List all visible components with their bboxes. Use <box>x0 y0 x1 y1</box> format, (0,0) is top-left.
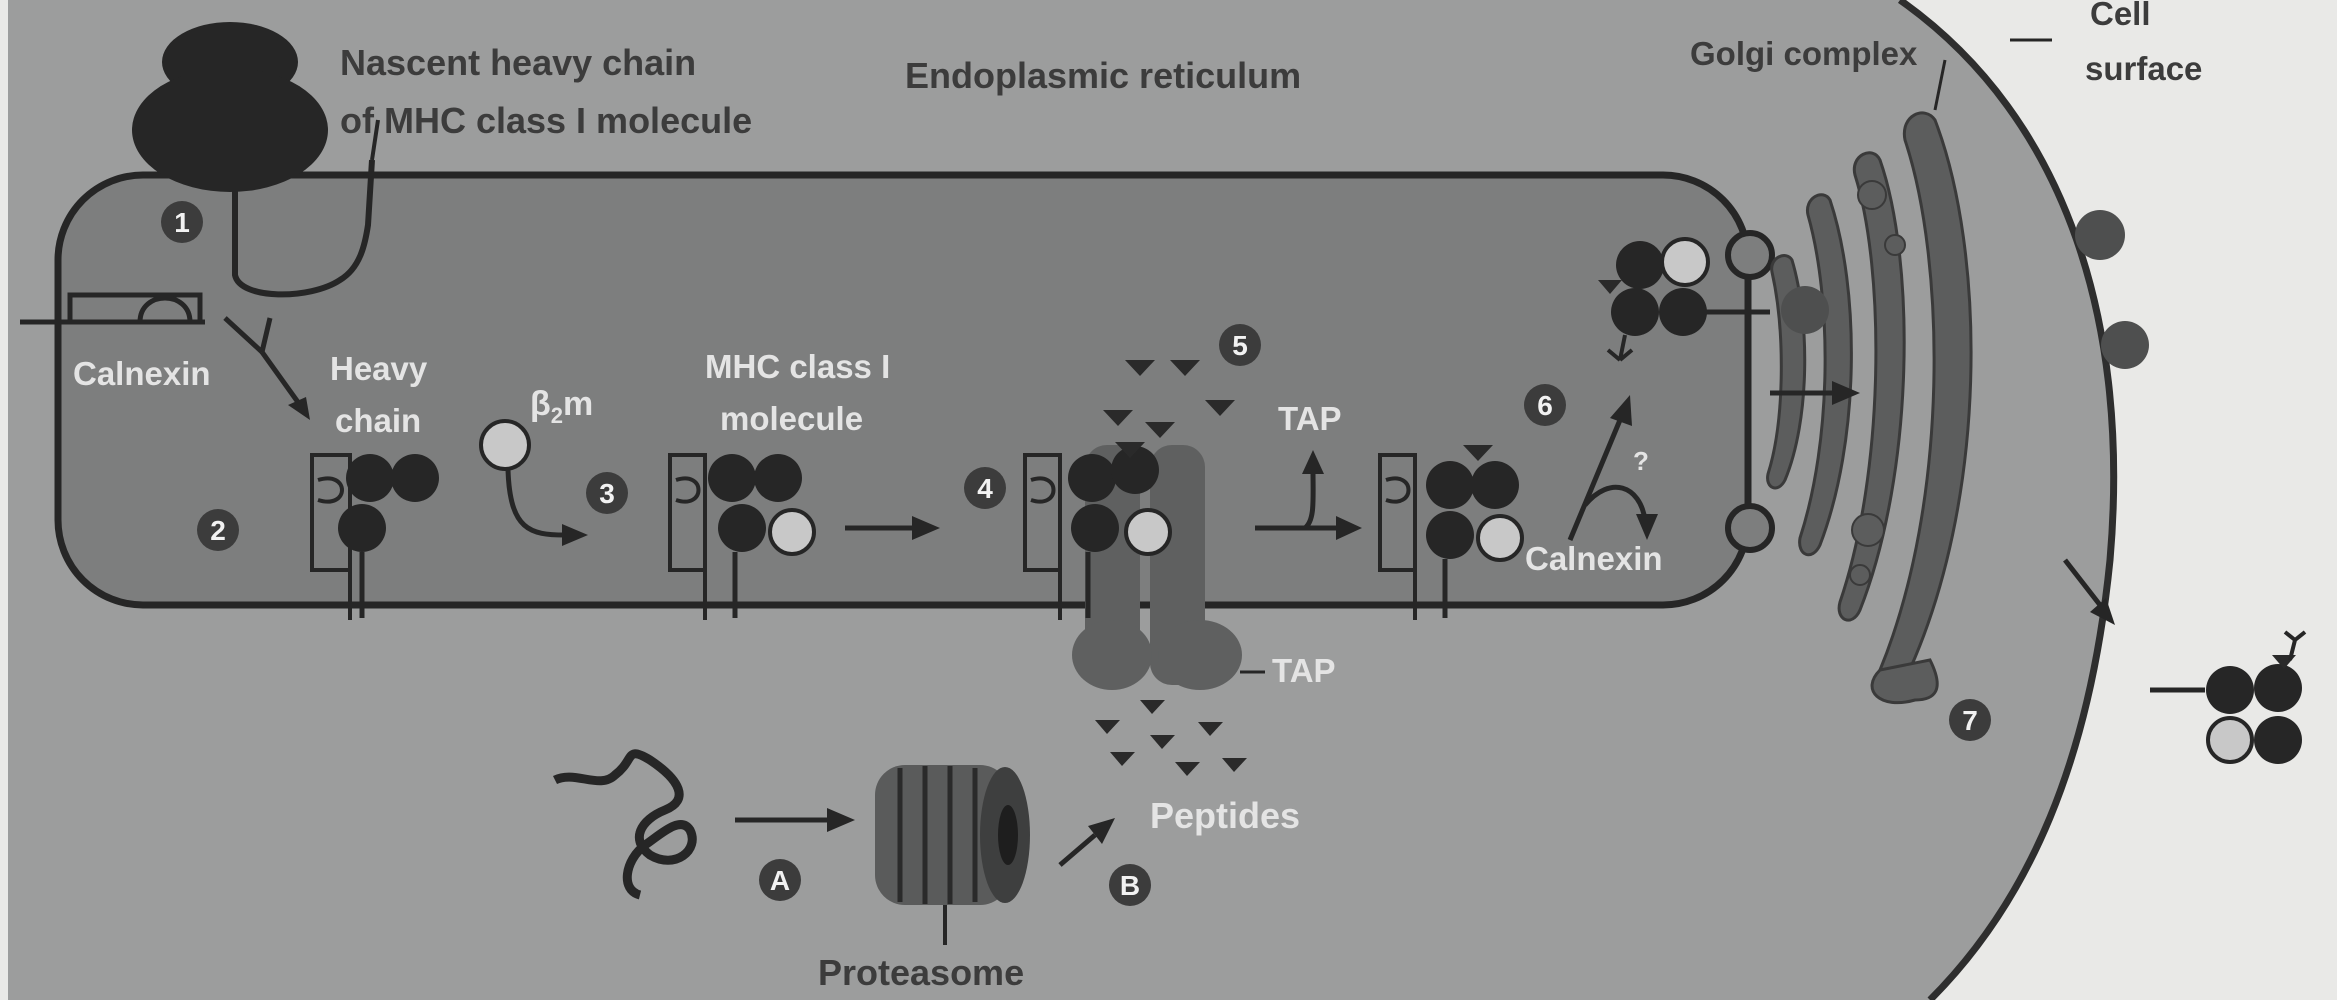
label-beta2m: β2m <box>530 385 593 428</box>
arrow-head <box>1336 516 1362 540</box>
label-calnexin-right: Calnexin <box>1525 540 1663 577</box>
step-4-marker: 4 <box>964 467 1006 509</box>
arrow <box>505 469 566 538</box>
peptide-loading-complex <box>1023 446 1172 620</box>
golgi-vesicle <box>1857 180 1887 210</box>
label-nascent-line1: Nascent heavy chain <box>340 42 696 83</box>
step-2-marker: 2 <box>197 509 239 551</box>
step-3-marker: 3 <box>586 472 628 514</box>
arrow-head <box>1302 450 1324 474</box>
label-golgi-complex: Golgi complex <box>1690 35 1918 72</box>
label-tap-bottom: TAP <box>1272 652 1336 689</box>
arrow-head <box>562 524 588 546</box>
golgi-complex <box>1766 111 1973 705</box>
endoplasmic-reticulum <box>54 171 1752 609</box>
svg-text:5: 5 <box>1232 330 1248 361</box>
surface-mhc-complex <box>2150 630 2307 764</box>
label-question-mark: ? <box>1633 446 1649 476</box>
pointer-line <box>370 119 380 161</box>
er-bud-bottom <box>1725 503 1775 553</box>
transport-vesicle <box>2075 210 2125 260</box>
arrow-head <box>1088 818 1115 844</box>
transport-vesicle <box>2101 321 2149 369</box>
ubiquitinated-protein <box>552 749 697 900</box>
transport-vesicle <box>1781 286 1829 334</box>
golgi-vesicle <box>1851 513 1885 547</box>
label-cell-line1: Cell <box>2090 0 2151 32</box>
svg-text:6: 6 <box>1537 390 1553 421</box>
step-6-marker: 6 <box>1524 384 1566 426</box>
svg-text:4: 4 <box>977 473 993 504</box>
svg-text:B: B <box>1120 870 1140 901</box>
arrow-head <box>1610 395 1632 426</box>
svg-text:7: 7 <box>1962 705 1978 736</box>
arrow <box>1058 833 1097 867</box>
arrow <box>259 350 303 407</box>
label-mhc-line2: molecule <box>720 400 863 437</box>
arrow-head <box>1636 514 1658 540</box>
golgi-vesicle <box>1884 234 1906 256</box>
arrow <box>1583 484 1648 521</box>
label-heavy-line2: chain <box>335 402 421 439</box>
label-endoplasmic-reticulum: Endoplasmic reticulum <box>905 55 1301 96</box>
step-b-marker: B <box>1109 864 1151 906</box>
svg-text:3: 3 <box>599 478 615 509</box>
label-proteasome: Proteasome <box>818 952 1024 993</box>
tap-transporter <box>1072 445 1242 690</box>
arrow-head <box>2090 598 2115 625</box>
label-calnexin-left: Calnexin <box>73 355 211 392</box>
step-a-marker: A <box>759 859 801 901</box>
svg-text:1: 1 <box>174 207 190 238</box>
arrow <box>2063 558 2102 607</box>
calnexin-heavy-chain-complex <box>310 453 439 620</box>
er-bud-top <box>1725 230 1775 280</box>
label-peptides: Peptides <box>1150 795 1300 836</box>
cell-membrane <box>1897 0 2118 1000</box>
svg-text:2: 2 <box>210 515 226 546</box>
pointer-line <box>1933 59 1947 111</box>
calnexin-membrane <box>20 292 205 325</box>
nascent-chain <box>232 159 375 298</box>
step-5-marker: 5 <box>1219 324 1261 366</box>
arrow-head <box>1832 381 1860 405</box>
label-cell-line2: surface <box>2085 50 2202 87</box>
proteasome <box>875 765 1030 945</box>
label-nascent-line2: of MHC class I molecule <box>340 100 752 141</box>
label-mhc-line1: MHC class I <box>705 348 890 385</box>
svg-text:A: A <box>770 865 790 896</box>
label-tap-top: TAP <box>1278 400 1342 437</box>
arrow-head <box>912 516 940 540</box>
arrow-head <box>827 808 855 832</box>
arrow-head <box>288 397 310 420</box>
assembled-mhc-er <box>1598 237 1770 362</box>
label-heavy-line1: Heavy <box>330 350 428 387</box>
glycan <box>223 316 273 354</box>
mhc-class-i-complex <box>668 453 816 620</box>
beta2-microglobulin <box>479 419 531 471</box>
peptides-cytosol <box>1095 700 1247 776</box>
peptides-in-er <box>1103 360 1235 458</box>
arrow <box>1567 419 1623 541</box>
step-7-marker: 7 <box>1949 699 1991 741</box>
arrow <box>1303 469 1316 530</box>
peptide-mhc-calnexin <box>1378 445 1524 620</box>
golgi-vesicle <box>1849 564 1871 586</box>
step-1-marker: 1 <box>161 201 203 243</box>
